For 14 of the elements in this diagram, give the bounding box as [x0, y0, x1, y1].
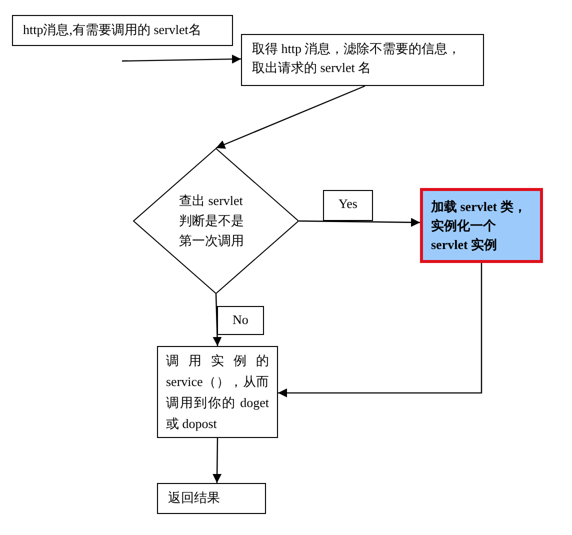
arrow: [122, 54, 242, 64]
arrow: [299, 218, 420, 227]
arrow: [212, 294, 222, 346]
process-box: 加载 servlet 类，实例化一个 servlet 实例: [420, 188, 543, 263]
process-box: http消息,有需要调用的 servlet名: [12, 15, 233, 46]
arrow: [278, 263, 482, 398]
edge-label: No: [217, 306, 264, 335]
decision-diamond: 查出 servlet判断是不是第一次调用: [133, 148, 299, 294]
process-box: 返回结果: [157, 483, 266, 514]
process-box: 取得 http 消息，滤除不需要的信息，取出请求的 servlet 名: [241, 34, 484, 86]
arrow: [212, 438, 222, 483]
edge-label: Yes: [323, 190, 373, 221]
process-box: 调用实例的 service（），从而调用到你的 doget 或 dopost: [157, 346, 278, 438]
arrow: [216, 85, 366, 149]
